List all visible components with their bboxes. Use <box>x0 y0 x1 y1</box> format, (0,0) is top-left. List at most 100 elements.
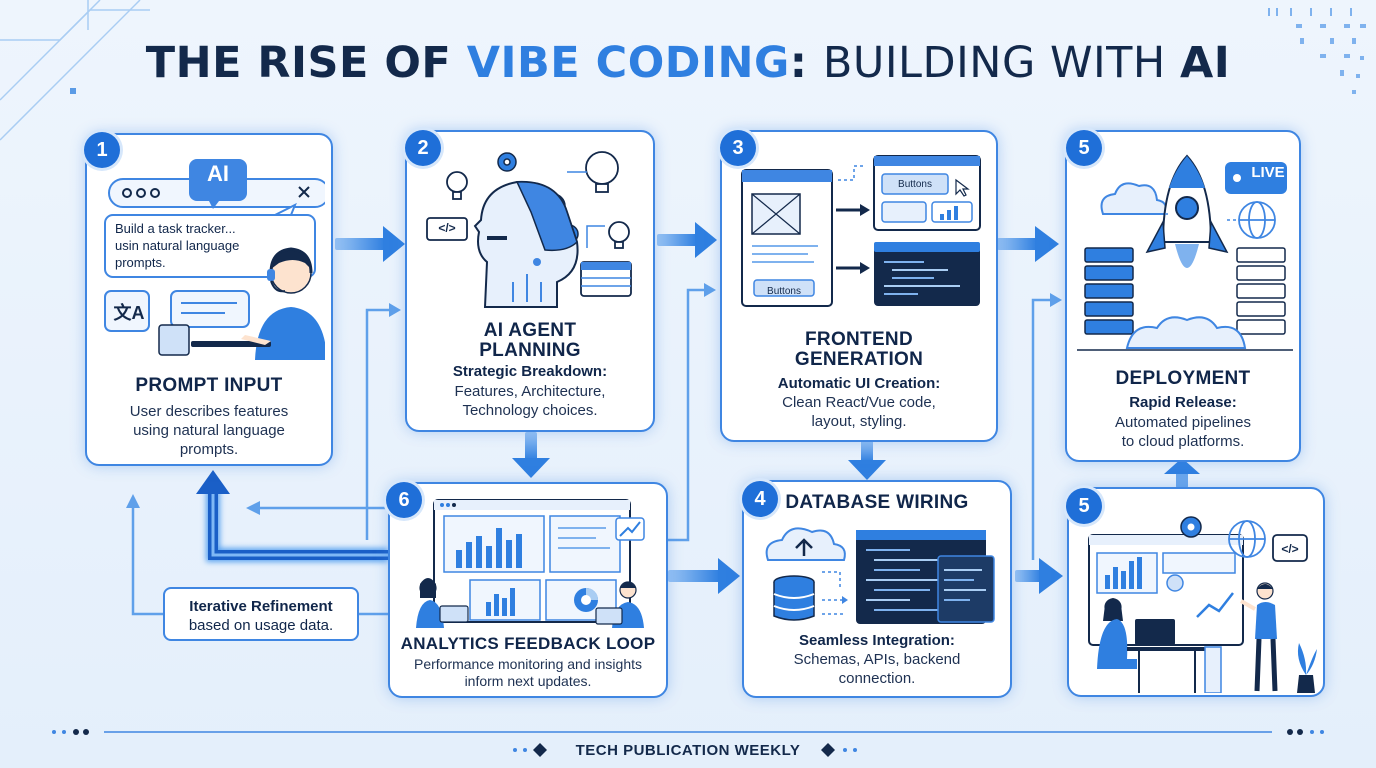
footer-divider <box>52 729 1324 757</box>
frontend-illustration <box>741 155 981 307</box>
body-line-1: Performance monitoring and insights <box>413 656 642 672</box>
server-rack-icon <box>1084 247 1286 335</box>
card-planning-subtitle: Strategic Breakdown: <box>452 363 608 380</box>
live-label: LIVE <box>1251 164 1285 181</box>
headset-person-icon <box>158 247 327 360</box>
prompt-illustration <box>95 145 330 360</box>
arrow-4-to-5b <box>1015 558 1063 594</box>
chat-line-1: Build a task tracker... <box>115 221 236 236</box>
analytics-illustration <box>416 499 645 628</box>
buttons-label-bottom: Buttons <box>767 286 801 297</box>
pie-chart-icon <box>574 588 598 612</box>
cursor-icon <box>955 178 970 197</box>
title-ai: AI <box>1179 38 1231 88</box>
body-line-2: using natural language <box>133 422 285 439</box>
ai-chip-label: AI <box>207 161 229 186</box>
card-frontend-title-2: GENERATION <box>794 349 924 370</box>
binary-decoration-right <box>1268 8 1366 94</box>
chat-line-2: usin natural language <box>115 238 240 253</box>
card-deployment-body: Automated pipelines to cloud platforms. <box>1075 413 1291 451</box>
card-database-title: DATABASE WIRING <box>785 492 969 513</box>
arrow-3-to-4 <box>848 440 886 480</box>
translate-glyph: 文A <box>113 303 145 323</box>
body-line-1: Schemas, APIs, backend <box>793 651 961 668</box>
card-database-body: Schemas, APIs, backend connection. <box>752 650 1002 688</box>
step-badge-6: 6 <box>386 482 422 518</box>
arrow-2-to-3 <box>657 222 717 258</box>
bar-chart-icon <box>443 515 545 573</box>
body-line-2: to cloud platforms. <box>1121 433 1245 450</box>
body-line-2: layout, styling. <box>811 413 907 430</box>
rocket-icon <box>1145 154 1229 268</box>
footer-publication: TECH PUBLICATION WEEKLY <box>575 742 801 759</box>
globe-icon <box>1238 201 1276 239</box>
close-icon <box>298 186 310 198</box>
card-frontend-generation: Buttons Buttons FRONTEND GENERATION Auto… <box>720 130 998 442</box>
body-line-1: Automated pipelines <box>1115 414 1251 431</box>
body-line-2: inform next updates. <box>464 673 592 689</box>
card-team-illustration: </> <box>1067 487 1325 697</box>
page-title: THE RISE OF VIBE CODING: BUILDING WITH A… <box>0 38 1376 88</box>
thin-connectors <box>126 283 1062 616</box>
wireframe-icon <box>741 169 833 307</box>
robot-head-icon <box>473 180 579 308</box>
card-planning-title-1: AI AGENT <box>483 320 577 341</box>
title-part-1: THE RISE OF <box>145 38 467 88</box>
card-database-subtitle: Seamless Integration: <box>799 632 955 649</box>
card-database-wiring: DATABASE WIRING Seamless Integration: Sc… <box>742 480 1012 698</box>
plant-icon <box>1297 643 1317 693</box>
translate-icon <box>104 290 150 332</box>
deployment-illustration <box>1077 154 1293 351</box>
code-window-icon <box>426 217 468 241</box>
cloud-icon <box>1100 182 1167 215</box>
code-tag-label: </> <box>1281 542 1299 556</box>
card-frontend-subtitle: Automatic UI Creation: <box>777 375 941 392</box>
arrow-2-to-6 <box>512 432 550 478</box>
cloud-icon <box>765 527 846 561</box>
card-deployment: LIVE DEPLOYMENT Rapid Release: Automated… <box>1065 130 1301 462</box>
arrow-6-to-4 <box>668 558 740 594</box>
feedback-loop-arrow <box>196 470 388 562</box>
title-highlight: VIBE CODING <box>466 38 790 88</box>
step-badge-3: 3 <box>720 130 756 166</box>
card-analytics-body: Performance monitoring and insights info… <box>398 656 658 690</box>
lightbulb-icon <box>446 151 630 249</box>
body-line-3: prompts. <box>179 441 239 458</box>
step-badge-4: 4 <box>742 481 778 517</box>
body-line-1: User describes features <box>129 403 289 420</box>
person-laptop-icon <box>416 578 469 628</box>
body-line-1: Clean React/Vue code, <box>782 394 936 411</box>
code-window-icon <box>874 242 980 306</box>
person-laptop-icon <box>1240 582 1278 692</box>
avatar <box>1166 574 1184 592</box>
code-tag-label: </> <box>438 221 456 235</box>
chat-line-3: prompts. <box>115 255 166 270</box>
card-analytics-title: ANALYTICS FEEDBACK LOOP <box>400 634 656 653</box>
step-badge-2: 2 <box>405 130 441 166</box>
card-prompt-input: AI Build a task tracker... usin natural … <box>85 133 333 466</box>
refinement-body: based on usage data. <box>188 617 334 634</box>
card-prompt-title: PROMPT INPUT <box>135 375 283 396</box>
robot-planning-illustration <box>426 151 632 308</box>
card-deployment-title: DEPLOYMENT <box>1115 368 1251 389</box>
body-line-2: Technology choices. <box>462 402 598 419</box>
chat-text: Build a task tracker... usin natural lan… <box>115 220 315 271</box>
arrow-1-to-2 <box>335 226 405 262</box>
database-illustration <box>765 527 995 624</box>
card-planning-title-2: PLANNING <box>479 340 581 361</box>
step-badge-1: 1 <box>84 132 120 168</box>
refinement-title: Iterative Refinement <box>189 598 333 615</box>
globe-icon <box>1228 520 1266 558</box>
circuit-decoration-left <box>0 0 150 141</box>
step-badge-5-top: 5 <box>1066 130 1102 166</box>
title-part-2: BUILDING WITH <box>822 38 1180 88</box>
body-line-2: connection. <box>838 670 916 687</box>
card-deployment-subtitle: Rapid Release: <box>1129 394 1237 411</box>
title-colon: : <box>789 38 823 88</box>
arrow-3-to-5 <box>997 226 1059 262</box>
step-badge-5-bottom: 5 <box>1066 488 1102 524</box>
card-ai-planning: </> AI AGENT PLANNING Strategic Breakdow… <box>405 130 655 432</box>
card-frontend-body: Clean React/Vue code, layout, styling. <box>730 393 988 431</box>
team-illustration <box>1088 516 1317 693</box>
